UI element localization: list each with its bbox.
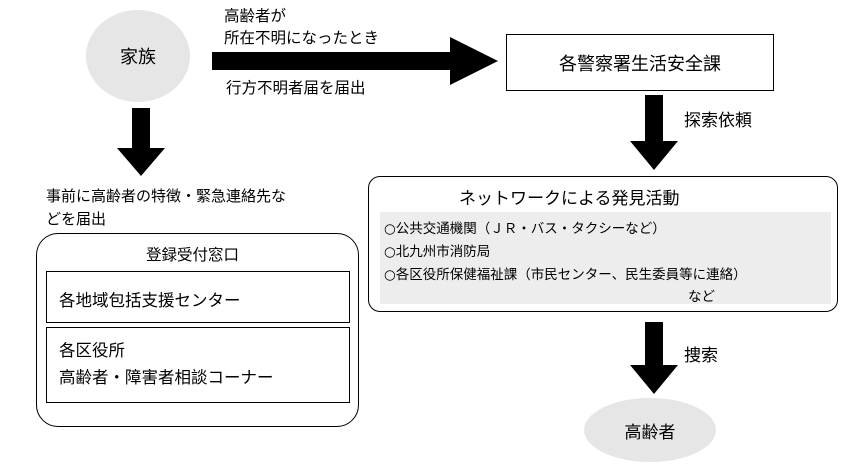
registration-title: 登録受付窓口 <box>146 246 240 264</box>
arrow-label-line1: 高齢者が <box>224 7 287 25</box>
registration-box-2-line1: 各区役所 <box>59 341 125 360</box>
registration-box-2: 各区役所 高齢者・障害者相談コーナー <box>46 327 350 403</box>
network-items-panel <box>380 212 831 304</box>
police-label: 各警察署生活安全課 <box>559 53 721 75</box>
family-label: 家族 <box>120 47 156 68</box>
arrow-family-to-police <box>212 37 498 85</box>
search-request-label: 探索依頼 <box>684 111 752 131</box>
prior-note-line2: どを届出 <box>46 210 107 228</box>
prior-note-line1: 事前に高齢者の特徴・緊急連絡先な <box>46 187 287 205</box>
prior-note: 事前に高齢者の特徴・緊急連絡先な どを届出 <box>46 185 286 231</box>
network-item-tail: など <box>688 289 715 305</box>
arrow-family-down <box>117 108 165 176</box>
arrow-network-down <box>630 322 678 394</box>
registration-box-2-line2: 高齢者・障害者相談コーナー <box>59 368 274 387</box>
registration-box-1-label: 各地域包括支援センター <box>59 291 241 310</box>
search-label: 捜索 <box>684 346 718 366</box>
police-box: 各警察署生活安全課 <box>506 34 774 91</box>
elderly-label: 高齢者 <box>624 422 676 443</box>
arrow-police-down <box>630 95 678 170</box>
elderly-node: 高齢者 <box>584 398 716 462</box>
network-item-2: ○北九州市消防局 <box>384 244 491 260</box>
registration-box-1: 各地域包括支援センター <box>46 271 350 323</box>
network-item-3: ○各区役所保健福祉課（市民センター、民生委員等に連絡） <box>384 267 747 283</box>
arrow-label-below: 行方不明者届を届出 <box>226 79 366 97</box>
network-title: ネットワークによる発見活動 <box>459 189 680 209</box>
family-node: 家族 <box>86 10 190 102</box>
network-item-1: ○公共交通機関（ＪＲ・バス・タクシーなど） <box>384 221 666 237</box>
arrow-label-line2: 所在不明になったとき <box>224 29 380 47</box>
arrow-label-top: 高齢者が 所在不明になったとき <box>224 5 379 49</box>
